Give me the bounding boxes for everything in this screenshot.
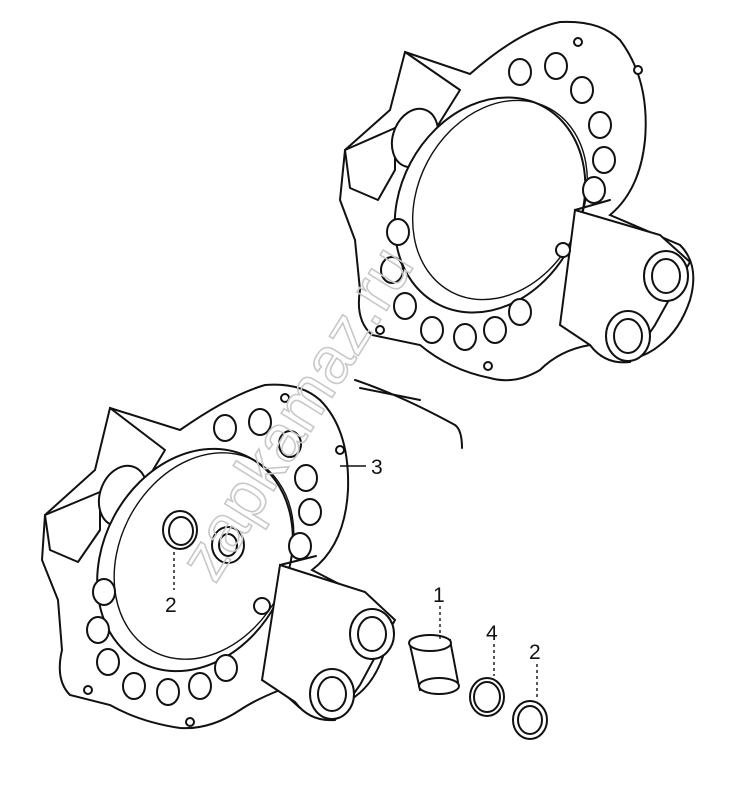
lower-housing bbox=[40, 383, 397, 730]
dowel-rod-edge bbox=[359, 387, 421, 401]
callout-part-2-left: 2 bbox=[165, 552, 177, 617]
callout-4-label: 4 bbox=[486, 622, 498, 645]
o-ring-part-4 bbox=[469, 677, 505, 717]
callout-part-4: 4 bbox=[486, 622, 498, 676]
seal-ring-left bbox=[162, 510, 198, 550]
callout-part-1: 1 bbox=[433, 584, 445, 640]
callout-1-label: 1 bbox=[433, 584, 445, 607]
upper-housing bbox=[338, 20, 695, 382]
callout-part-2-right: 2 bbox=[529, 641, 541, 700]
bushing-part-1 bbox=[408, 634, 460, 695]
callout-3-label: 3 bbox=[371, 456, 383, 479]
callout-part-3: 3 bbox=[340, 456, 383, 479]
seal-ring-right bbox=[512, 700, 548, 740]
dowel-rod bbox=[354, 379, 463, 449]
callout-2-right-label: 2 bbox=[529, 641, 541, 664]
callout-2-left-label: 2 bbox=[165, 594, 177, 617]
